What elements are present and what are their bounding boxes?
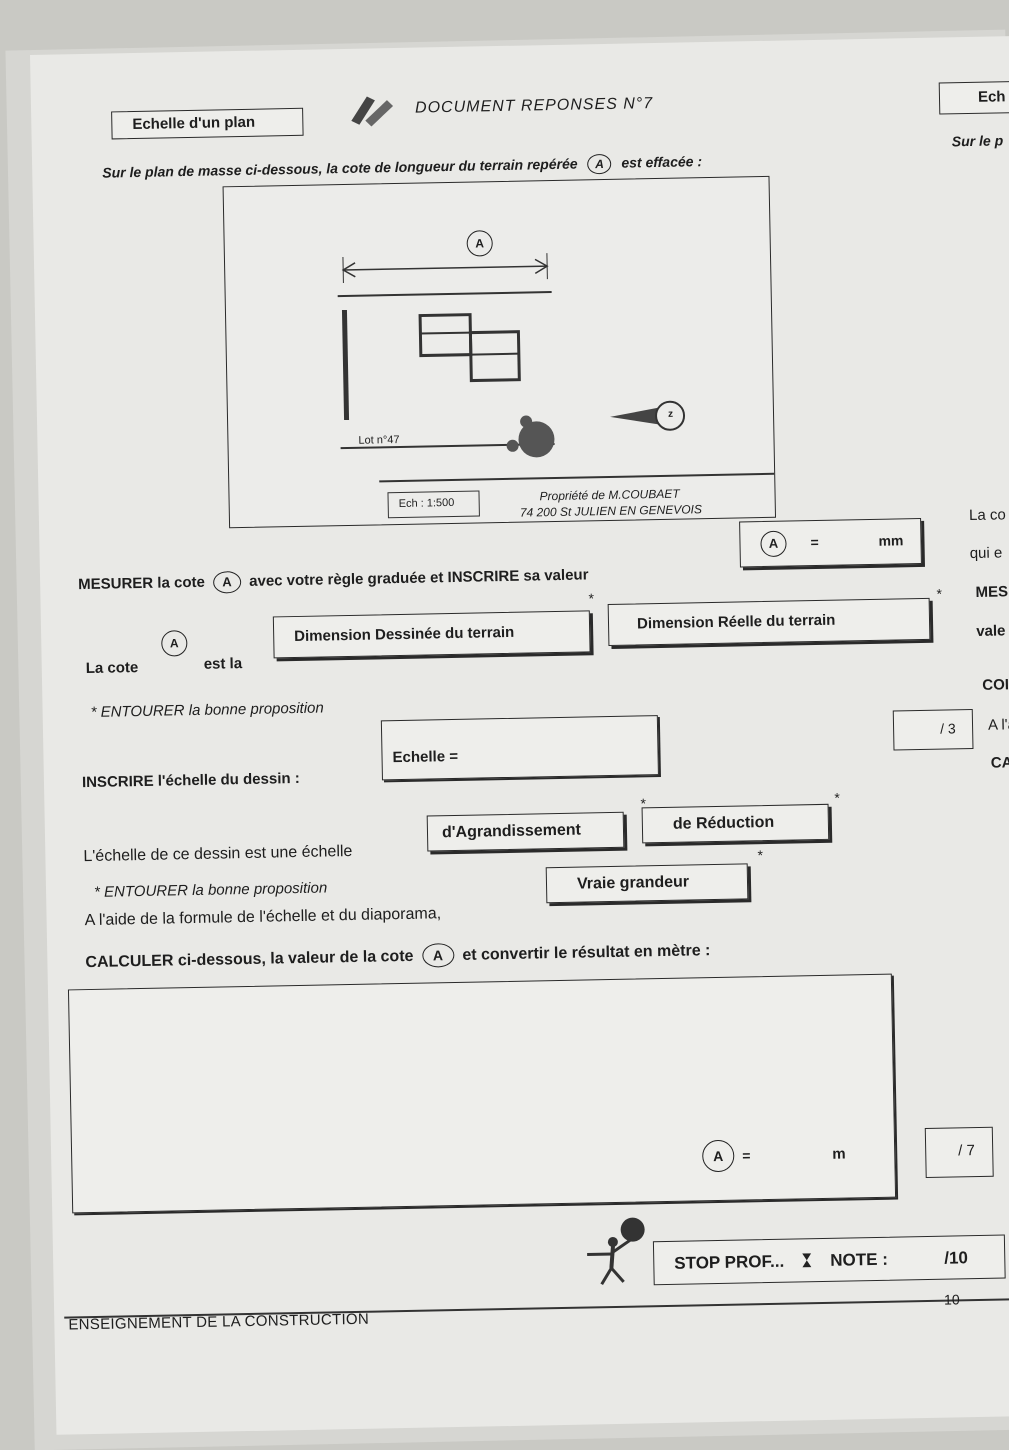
calc-score-box: / 7 [925,1127,994,1178]
scale-score-box: / 3 [893,709,974,751]
calc-score: / 7 [958,1142,975,1159]
scale-label: Ech : 1:500 [399,497,455,510]
hourglass-icon [802,1253,811,1267]
page-number: 10 [944,1291,960,1307]
calc-answer-equals: = [742,1147,750,1163]
type-question-label: L'échelle de ce dessin est une échelle [83,843,352,866]
measure-marker-a: A [213,571,241,594]
note-label: NOTE : [830,1250,888,1271]
owner-line-2: 74 200 St JULIEN EN GENEVOIS [520,502,702,519]
measure-answer-box[interactable]: A = mm [739,518,922,567]
calc-answer-unit: m [832,1146,846,1163]
option-dimension-reelle-label: Dimension Réelle du terrain [637,612,836,633]
option-reduction[interactable]: de Réduction [642,804,830,844]
document-title: DOCUMENT REPONSES N°7 [415,95,653,118]
measure-instruction: MESURER la cote A avec votre règle gradu… [78,564,589,596]
scale-question-label: INSCRIRE l'échelle du dessin : [82,770,300,791]
scale-score: / 3 [940,720,956,736]
building-outline [416,311,538,393]
measure-answer-equals: = [810,534,818,550]
scale-answer-field[interactable]: Echelle = [381,715,659,780]
option-dimension-dessinee-label: Dimension Dessinée du terrain [294,624,514,645]
note-box: STOP PROF... NOTE : /10 [653,1235,1006,1286]
header-left-label: Echelle d'un plan [132,114,255,133]
star-4: * [834,790,840,806]
north-arrow-icon [608,393,699,435]
cote-hint: * ENTOURER la bonne proposition [90,699,323,720]
calc-line-1: A l'aide de la formule de l'échelle et d… [84,905,441,930]
margin-text-3: MES [975,583,1008,601]
type-hint: * ENTOURER la bonne proposition [94,879,327,900]
option-reduction-label: de Réduction [673,814,775,834]
calc-text-before: CALCULER ci-dessous, la valeur de la cot… [85,948,413,971]
option-vraie-grandeur-label: Vraie grandeur [577,874,689,894]
margin-text-6: A l'a [988,716,1009,734]
star-1: * [588,590,594,606]
cote-prefix: La cote [86,659,139,677]
margin-text-4: vale [976,622,1006,640]
trees-icon [500,411,561,462]
intro-marker-a: A [587,154,611,174]
scale-field-label: Echelle = [392,748,458,766]
intro-text-before: Sur le plan de masse ci-dessous, la cote… [102,156,578,181]
pencil-ruler-icon [347,90,396,127]
measure-answer-unit: mm [878,532,903,548]
margin-text-1: La co [969,506,1006,524]
worksheet-page: Echelle d'un plan DOCUMENT REPONSES N°7 … [30,36,1009,1435]
measure-text-after: avec votre règle graduée et INSCRIRE sa … [249,566,589,590]
option-vraie-grandeur[interactable]: Vraie grandeur [546,863,749,903]
margin-text-7: CA [991,754,1009,771]
calc-line-2: CALCULER ci-dessous, la valeur de la cot… [85,938,710,974]
stop-figure-icon [572,1215,653,1289]
margin-text-2: qui e [970,544,1003,562]
option-dimension-dessinee[interactable]: Dimension Dessinée du terrain [273,610,591,658]
measure-text-before: MESURER la cote [78,574,205,593]
intro-text-after: est effacée : [621,153,702,171]
star-2: * [936,586,942,602]
cote-marker-a: A [161,630,187,656]
site-plan-frame: A Lot n°47 z Ech : 1:500 [223,176,776,528]
calc-answer-marker: A [702,1140,735,1173]
cartouche-top-line [379,473,774,482]
option-agrandissement-label: d'Agrandissement [442,822,581,843]
header-label-box: Echelle d'un plan [111,108,304,140]
footer-institution: ENSEIGNEMENT DE LA CONSTRUCTION [68,1311,369,1334]
calc-answer-area[interactable]: A = m [68,974,896,1214]
scale-box: Ech : 1:500 [387,490,479,518]
cote-suffix: est la [204,655,243,673]
option-dimension-reelle[interactable]: Dimension Réelle du terrain [608,598,931,646]
measure-answer-marker: A [760,531,786,557]
right-header-label: Ech [978,88,1006,106]
option-agrandissement[interactable]: d'Agrandissement [427,812,625,852]
lot-label: Lot n°47 [358,434,399,447]
right-header-text: Sur le p [952,132,1004,149]
note-score: /10 [944,1248,968,1268]
margin-text-5: COI [982,676,1009,694]
calc-text-after: et convertir le résultat en mètre : [462,942,710,964]
north-label: z [668,409,673,420]
owner-line-1: Propriété de M.COUBAET [539,487,679,504]
calc-marker-a: A [422,943,454,968]
star-5: * [757,847,763,863]
stop-text: STOP PROF... [674,1252,784,1274]
right-header-box: Ech [939,81,1009,115]
dimension-arrow [335,251,556,285]
